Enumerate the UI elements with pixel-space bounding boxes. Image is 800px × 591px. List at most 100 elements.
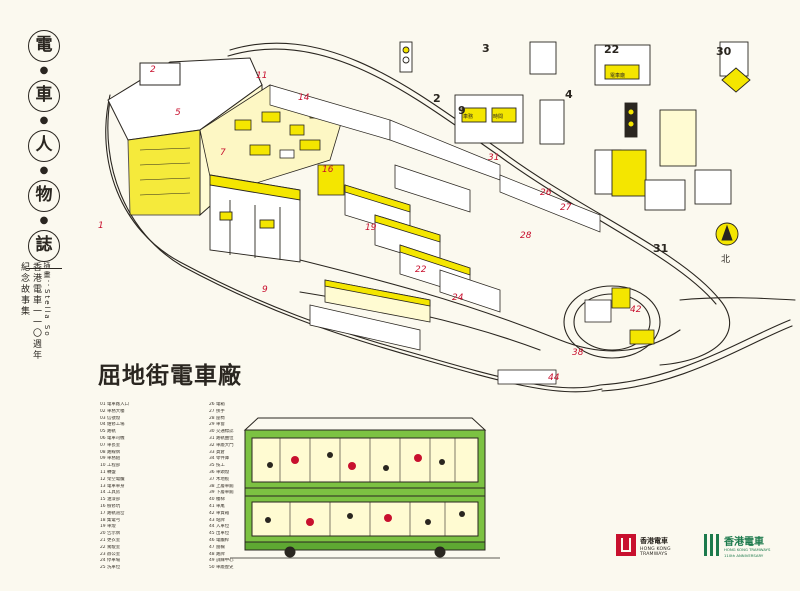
- legend-item: 03 信號燈: [100, 415, 121, 421]
- legend-item: 07 車長室: [100, 442, 121, 448]
- title-char-2: 車: [28, 80, 60, 112]
- legend-item: 21 更衣室: [100, 537, 121, 543]
- street-tram: [497, 369, 557, 385]
- parked-tram-6: [309, 304, 421, 351]
- legend-item: 45 出車位: [209, 531, 230, 537]
- anniversary-logo-en2: 110th ANNIVERSARY: [724, 553, 764, 558]
- svg-text:7: 7: [220, 148, 226, 158]
- depot-building-wall: [127, 129, 201, 216]
- svg-text:42: 42: [630, 305, 642, 315]
- tram-cross-section: [230, 417, 500, 559]
- tram-wheel: [434, 546, 446, 558]
- depot-title: 屈地街電車廠: [98, 362, 242, 389]
- legend-item: 43 站牌: [209, 517, 225, 523]
- svg-text:28: 28: [520, 231, 532, 241]
- upper-track: [229, 42, 731, 366]
- svg-text:9: 9: [262, 285, 268, 295]
- parked-tram-4: [439, 269, 501, 313]
- legend-item: 09 車務組: [100, 456, 121, 462]
- legend-item: 26 電箱: [209, 402, 225, 407]
- legend-item: 28 座椅: [209, 415, 225, 421]
- legend-item: 38 上層車廂: [209, 483, 234, 489]
- title-column: 電 ● 車 ● 人 ● 物 ● 誌: [22, 30, 66, 275]
- svg-text:9: 9: [458, 104, 466, 117]
- title-char-5: 誌: [28, 230, 60, 262]
- legend-item: 20 告示牌: [100, 531, 121, 537]
- legend-item: 18 集電弓: [100, 517, 121, 523]
- legend-item: 39 下層車廂: [209, 490, 234, 496]
- legend-item: 35 技工: [209, 463, 225, 469]
- street-track: [599, 319, 791, 386]
- svg-text:14: 14: [298, 93, 310, 103]
- svg-text:2: 2: [150, 65, 156, 75]
- svg-text:38: 38: [572, 348, 584, 358]
- title-separator: ●: [39, 165, 49, 176]
- legend-item: 40 樓梯: [209, 497, 225, 503]
- legend-item: 46 電纜桿: [209, 537, 230, 543]
- legend-item: 11 轉盤: [100, 469, 116, 475]
- gatehouse-sign: 電車廠: [610, 72, 625, 79]
- legend-item: 23 辦公室: [100, 551, 121, 557]
- svg-text:30: 30: [716, 45, 732, 58]
- subtitle-collection: 紀念故事集: [19, 262, 29, 317]
- legend-item: 10 工程部: [100, 463, 121, 469]
- svg-text:31: 31: [488, 153, 499, 163]
- svg-text:26: 26: [540, 188, 552, 198]
- north-label: 北: [721, 254, 730, 265]
- legend-item: 22 駕駛室: [100, 544, 121, 550]
- legend-item: 27 扶手: [209, 408, 225, 414]
- legend-item: 33 貨倉: [209, 449, 225, 455]
- title-separator: ●: [39, 215, 49, 226]
- board-label-b: 時間: [493, 114, 503, 120]
- svg-text:19: 19: [365, 223, 377, 233]
- tow-truck: [629, 329, 655, 345]
- svg-text:24: 24: [452, 293, 464, 303]
- legend-item: 50 車廠歷史: [209, 565, 234, 571]
- legend-item: 25 洗車位: [100, 565, 121, 571]
- legend-item: 44 入車位: [209, 524, 230, 530]
- anniversary-logo-en: HONG KONG TRAMWAYS: [724, 547, 771, 552]
- svg-text:44: 44: [548, 373, 560, 383]
- svg-text:22: 22: [415, 265, 427, 275]
- turntable-roundabout: [563, 285, 661, 359]
- legend-item: 32 車廠大門: [209, 442, 234, 448]
- legend-item: 42 車資箱: [209, 510, 230, 516]
- legend-item: 06 電車司機: [100, 435, 125, 441]
- legend-item: 37 木地板: [209, 476, 230, 482]
- anniversary-logo: 香港電車 HONG KONG TRAMWAYS 110th ANNIVERSAR…: [704, 528, 784, 562]
- warning-sign: [721, 67, 751, 93]
- title-char-1: 電: [28, 30, 60, 62]
- yard-tram-7: [394, 164, 471, 213]
- title-char-3: 人: [28, 130, 60, 162]
- title-separator: ●: [39, 65, 49, 76]
- subtitle-anniversary: 香港電車一一〇週年: [31, 262, 41, 361]
- svg-text:1: 1: [98, 221, 104, 231]
- legend-item: 14 工具房: [100, 490, 121, 496]
- tram-wheel: [284, 546, 296, 558]
- illustrator-credit: 插畫：Stella So: [43, 262, 51, 338]
- svg-text:5: 5: [175, 108, 181, 118]
- parked-tram-5: [324, 279, 431, 323]
- legend-item: 29 車窗: [209, 422, 225, 428]
- legend-item: 49 訓練中心: [209, 558, 234, 564]
- legend-item: 31 路軌曲位: [209, 435, 234, 441]
- legend-item: 17 路軌道岔: [100, 510, 125, 516]
- legend-item: 08 路線牌: [100, 449, 121, 455]
- north-arrow-icon: [721, 224, 733, 241]
- anniversary-logo-zh: 香港電車: [724, 537, 764, 548]
- round-kiosk: [584, 299, 612, 323]
- legend-item: 01 電車廠入口: [100, 402, 129, 407]
- hk-tramways-logo-icon: [616, 534, 636, 556]
- legend-item: 48 路牌: [209, 551, 225, 557]
- repair-bay: [317, 164, 345, 196]
- legend-item: 13 電車車身: [100, 483, 125, 489]
- hk-tramways-logo: 香港電車 HONG KONG TRAMWAYS: [616, 528, 698, 562]
- hk-tramways-logo-zh: 香港電車: [640, 536, 668, 545]
- legend-item: 05 路軌: [100, 429, 116, 435]
- title-divider: [26, 268, 62, 269]
- legend-item: 04 維修工場: [100, 422, 125, 428]
- legend-item: 12 架空電纜: [100, 476, 125, 482]
